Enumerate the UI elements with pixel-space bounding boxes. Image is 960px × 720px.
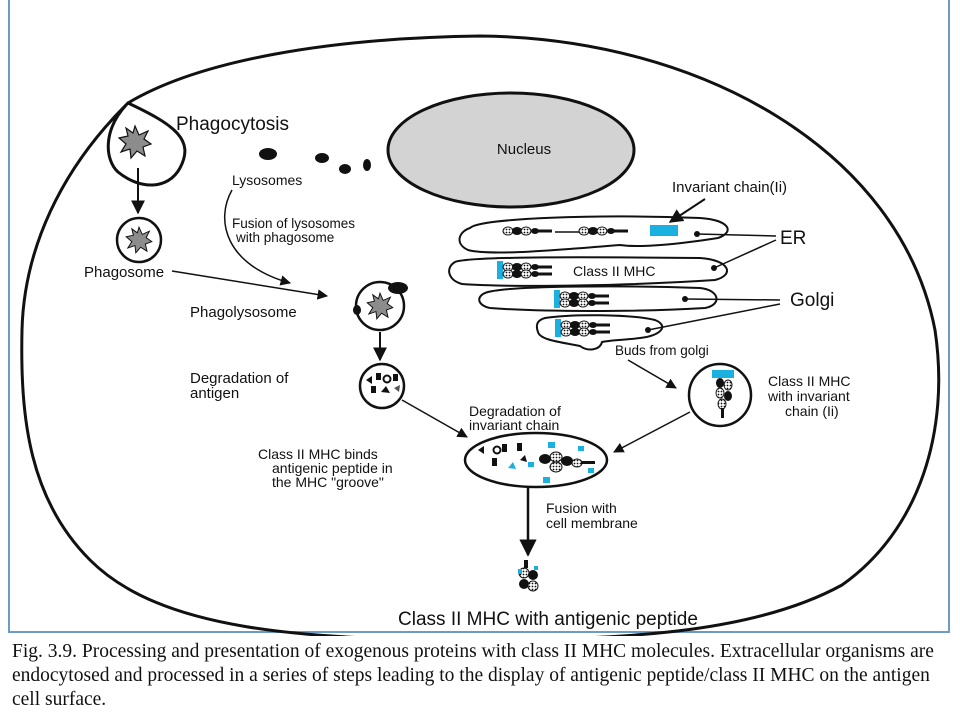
fusion-lysosomes-label-2: with phagosome — [235, 230, 334, 245]
degradation-antigen-label-2: antigen — [190, 385, 239, 402]
arrow-lysosomes-to-phagolysosome — [224, 189, 292, 286]
mhc-molecule-icon — [715, 378, 733, 418]
buds-from-golgi-label: Buds from golgi — [615, 343, 709, 358]
lysosome-dot — [388, 282, 408, 294]
arrow-vesicle-to-binding — [613, 411, 691, 453]
arrow-degradation-to-binding — [401, 399, 468, 438]
degradation-invariant-label-2: invariant chain — [469, 417, 559, 433]
degraded-antigen-vesicle — [358, 362, 406, 410]
invariant-chain-block-icon — [712, 370, 734, 378]
binds-label-1: Class II MHC binds — [258, 446, 378, 462]
lysosome-dot — [315, 153, 329, 163]
er-leader-line — [713, 239, 777, 269]
class2-ii-label-2: with invariant — [767, 388, 850, 404]
nucleus-label: Nucleus — [497, 141, 551, 158]
class2-ii-label-1: Class II MHC — [768, 373, 850, 389]
invariant-chain-fragments — [528, 442, 594, 483]
cell-membrane — [20, 34, 941, 636]
class2-mhc-label: Class II MHC — [573, 263, 655, 279]
surface-mhc-icon — [518, 560, 539, 592]
degradation-invariant-label-1: Degradation of — [469, 403, 561, 419]
lysosome-dot — [339, 164, 351, 174]
arrow-phagosome-to-phagolysosome — [171, 270, 329, 300]
class2-ii-label-3: chain (Ii) — [785, 403, 839, 419]
phagocytosis-label: Phagocytosis — [176, 114, 289, 135]
invariant-chain-label: Invariant chain(Ii) — [672, 179, 787, 196]
peptide-fragment-icon — [366, 373, 400, 393]
lysosomes-label: Lysosomes — [232, 172, 302, 188]
peptide-fragment-icon — [478, 443, 527, 469]
fusion-membrane-label-1: Fusion with — [546, 500, 617, 516]
binding-vesicle — [463, 431, 609, 489]
figure-caption: Fig. 3.9. Processing and presentation of… — [12, 641, 934, 710]
phagolysosome-label: Phagolysosome — [190, 304, 297, 321]
golgi-label: Golgi — [790, 290, 834, 311]
invariant-chain-block-icon — [555, 319, 561, 337]
figure-frame — [8, 0, 950, 633]
binds-label-2: antigenic peptide in — [272, 460, 393, 476]
invariant-chain-block-icon — [497, 261, 503, 279]
golgi-leader-line — [647, 303, 781, 331]
nucleus — [386, 91, 636, 209]
lysosome-dot — [353, 305, 361, 315]
golgi-cisterna-1 — [478, 285, 718, 312]
er-label: ER — [780, 228, 806, 249]
golgi-leader-line — [684, 298, 781, 301]
mhc-molecule-icon — [502, 226, 629, 236]
lysosome-dot — [259, 148, 277, 160]
lysosome-dot — [363, 159, 371, 171]
degradation-antigen-label-1: Degradation of — [190, 370, 289, 387]
mhc-molecule-icon — [539, 451, 595, 473]
binds-label-3: the MHC "groove" — [272, 474, 384, 490]
diagram: Nucleus Phagocytosis Phagosome Lysosomes… — [20, 34, 941, 636]
invariant-chain-block-icon — [554, 290, 560, 308]
arrow-golgi-to-vesicle — [627, 359, 677, 389]
fusion-membrane-label-2: cell membrane — [546, 515, 638, 531]
phagosome-label: Phagosome — [84, 264, 164, 281]
fusion-lysosomes-label-1: Fusion of lysosomes — [232, 216, 355, 231]
arrow-invariant-chain — [668, 198, 706, 223]
invariant-chain-block-icon — [650, 225, 678, 236]
antigen-star-icon — [118, 125, 152, 159]
final-label: Class II MHC with antigenic peptide — [398, 609, 698, 630]
er-leader-line — [696, 233, 777, 237]
